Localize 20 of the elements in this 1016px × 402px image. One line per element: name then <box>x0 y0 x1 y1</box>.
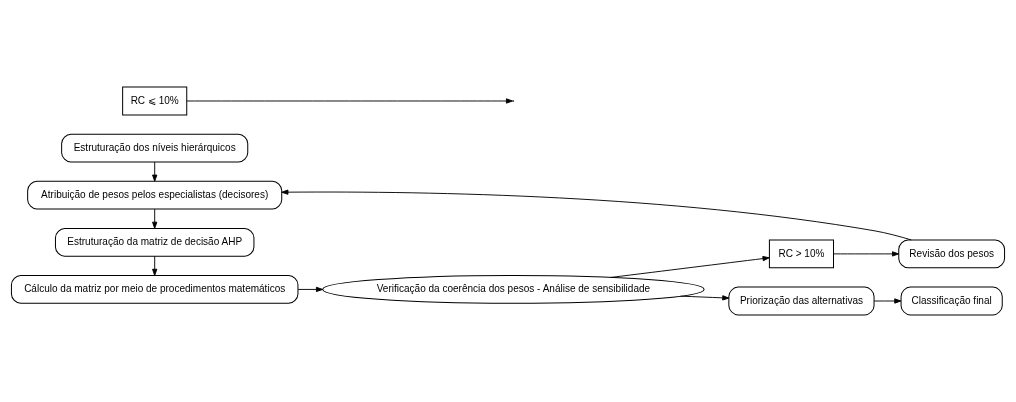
node-box: RC ⩽ 10% <box>122 86 188 116</box>
node-box: Revisão dos pesos <box>898 239 1006 269</box>
node-box: RC > 10% <box>768 239 834 269</box>
arrow <box>152 208 158 229</box>
node-box: Cálculo da matriz por meio de procedimentos matemáticos <box>10 275 299 304</box>
node-box: Estruturação dos níveis hierárquicos <box>61 133 249 163</box>
node-box: Estruturação da matriz de decisão AHP <box>54 227 255 257</box>
arrow <box>152 255 158 276</box>
arrow <box>610 255 770 278</box>
arrow <box>833 251 900 257</box>
node-box: Classificação final <box>900 286 1003 316</box>
arrow <box>152 161 158 182</box>
arrow <box>873 298 902 304</box>
node-box: Priorização das alternativas <box>728 286 875 316</box>
arrow <box>297 286 324 293</box>
node-box: Atribuição de pesos pelos especialistas (decisores) <box>27 180 283 210</box>
arrow <box>679 295 730 301</box>
node-ellipse: Verificação da coerência dos pesos - Análise de sensibilidade <box>322 275 705 304</box>
arrow <box>281 189 912 241</box>
arrow <box>186 98 514 104</box>
